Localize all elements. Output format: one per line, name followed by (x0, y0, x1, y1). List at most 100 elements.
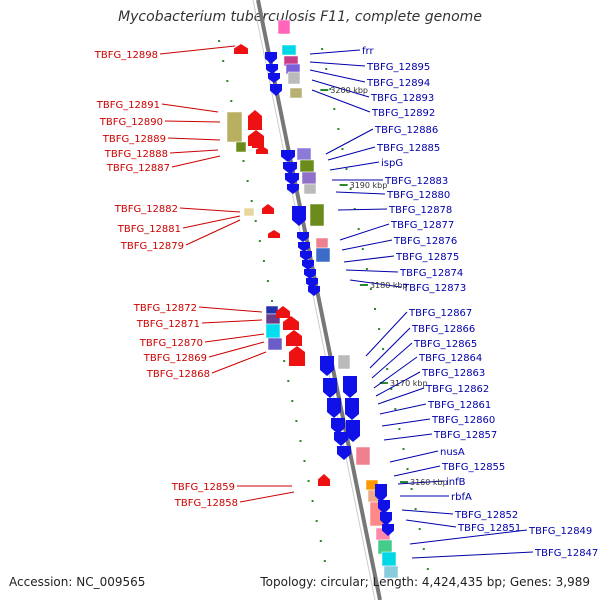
forward-gene-arrow[interactable] (346, 420, 360, 442)
feature-block[interactable] (301, 171, 317, 185)
reverse-gene-label[interactable]: TBFG_12859 (171, 482, 235, 493)
forward-gene-arrow[interactable] (266, 64, 278, 74)
forward-gene-arrow[interactable] (283, 162, 297, 174)
feature-block[interactable] (235, 141, 247, 153)
reverse-gene-arrow[interactable] (256, 146, 268, 154)
reverse-gene-label[interactable]: TBFG_12891 (96, 100, 160, 111)
feature-block[interactable] (303, 183, 317, 195)
forward-gene-label[interactable]: TBFG_12874 (399, 268, 463, 279)
feature-block[interactable] (287, 71, 301, 85)
reverse-gene-label[interactable]: TBFG_12898 (94, 50, 158, 61)
forward-gene-label[interactable]: TBFG_12893 (370, 93, 434, 104)
forward-gene-arrow[interactable] (306, 278, 318, 288)
reverse-gene-arrow[interactable] (286, 330, 302, 346)
feature-block[interactable] (309, 203, 325, 227)
forward-gene-label[interactable]: TBFG_12875 (395, 252, 459, 263)
forward-gene-arrow[interactable] (337, 446, 351, 460)
forward-gene-arrow[interactable] (343, 376, 357, 398)
forward-gene-label[interactable]: frr (362, 46, 374, 57)
reverse-gene-label[interactable]: TBFG_12879 (120, 241, 184, 252)
forward-gene-label[interactable]: TBFG_12873 (402, 283, 466, 294)
feature-block[interactable] (281, 44, 297, 56)
reverse-gene-label[interactable]: TBFG_12870 (139, 338, 203, 349)
forward-gene-arrow[interactable] (300, 251, 312, 261)
forward-gene-label[interactable]: TBFG_12865 (413, 339, 477, 350)
forward-gene-label[interactable]: infB (446, 477, 466, 488)
forward-gene-label[interactable]: TBFG_12852 (454, 510, 518, 521)
feature-block[interactable] (299, 159, 315, 173)
forward-gene-arrow[interactable] (268, 73, 280, 83)
feature-block[interactable] (265, 323, 281, 339)
forward-gene-arrow[interactable] (345, 398, 359, 420)
forward-gene-arrow[interactable] (285, 173, 299, 185)
forward-gene-label[interactable]: TBFG_12862 (425, 384, 489, 395)
reverse-gene-label[interactable]: TBFG_12890 (99, 117, 163, 128)
reverse-gene-arrow[interactable] (252, 140, 264, 148)
reverse-gene-arrow[interactable] (262, 204, 274, 214)
forward-gene-label[interactable]: TBFG_12883 (384, 176, 448, 187)
forward-gene-label[interactable]: TBFG_12894 (366, 78, 430, 89)
forward-gene-label[interactable]: TBFG_12863 (421, 368, 485, 379)
forward-gene-arrow[interactable] (382, 524, 394, 536)
forward-gene-label[interactable]: TBFG_12880 (386, 190, 450, 201)
forward-gene-arrow[interactable] (281, 150, 295, 162)
feature-block[interactable] (277, 19, 291, 35)
reverse-gene-arrow[interactable] (234, 44, 248, 54)
feature-block[interactable] (296, 147, 312, 161)
reverse-gene-label[interactable]: TBFG_12889 (102, 134, 166, 145)
feature-block[interactable] (289, 87, 303, 99)
feature-block[interactable] (383, 565, 399, 579)
forward-gene-arrow[interactable] (378, 500, 390, 514)
forward-gene-label[interactable]: TBFG_12878 (388, 205, 452, 216)
forward-gene-arrow[interactable] (327, 398, 341, 418)
forward-gene-label[interactable]: TBFG_12876 (393, 236, 457, 247)
forward-gene-arrow[interactable] (298, 242, 310, 252)
feature-block[interactable] (337, 354, 351, 370)
feature-block[interactable] (315, 237, 329, 249)
forward-gene-label[interactable]: TBFG_12886 (374, 125, 438, 136)
forward-gene-label[interactable]: TBFG_12892 (371, 108, 435, 119)
forward-gene-label[interactable]: TBFG_12867 (408, 308, 472, 319)
feature-block[interactable] (315, 247, 331, 263)
forward-gene-arrow[interactable] (297, 232, 309, 242)
forward-gene-arrow[interactable] (304, 269, 316, 279)
forward-gene-arrow[interactable] (270, 84, 282, 96)
forward-gene-arrow[interactable] (331, 418, 345, 434)
forward-gene-label[interactable]: TBFG_12855 (441, 462, 505, 473)
forward-gene-label[interactable]: TBFG_12851 (457, 523, 521, 534)
forward-gene-label[interactable]: ispG (381, 158, 403, 169)
forward-gene-label[interactable]: TBFG_12860 (431, 415, 495, 426)
forward-gene-label[interactable]: nusA (440, 447, 465, 458)
forward-gene-label[interactable]: TBFG_12847 (534, 548, 598, 559)
feature-block[interactable] (381, 551, 397, 567)
forward-gene-label[interactable]: TBFG_12864 (418, 353, 482, 364)
forward-gene-label[interactable]: TBFG_12866 (411, 324, 475, 335)
forward-gene-label[interactable]: TBFG_12877 (390, 220, 454, 231)
forward-gene-arrow[interactable] (320, 356, 334, 376)
feature-block[interactable] (355, 446, 371, 466)
reverse-gene-label[interactable]: TBFG_12872 (133, 303, 197, 314)
reverse-gene-arrow[interactable] (248, 110, 262, 130)
forward-gene-arrow[interactable] (334, 432, 348, 446)
reverse-gene-label[interactable]: TBFG_12858 (174, 498, 238, 509)
forward-gene-label[interactable]: TBFG_12849 (528, 526, 592, 537)
forward-gene-arrow[interactable] (323, 378, 337, 398)
feature-block[interactable] (243, 207, 255, 217)
forward-gene-arrow[interactable] (292, 206, 306, 226)
reverse-gene-arrow[interactable] (276, 306, 290, 318)
feature-block[interactable] (267, 337, 283, 351)
forward-gene-label[interactable]: TBFG_12861 (427, 400, 491, 411)
reverse-gene-label[interactable]: TBFG_12882 (114, 204, 178, 215)
reverse-gene-arrow[interactable] (318, 474, 330, 486)
forward-gene-arrow[interactable] (375, 484, 387, 502)
forward-gene-label[interactable]: TBFG_12885 (376, 143, 440, 154)
forward-gene-arrow[interactable] (380, 512, 392, 526)
reverse-gene-label[interactable]: TBFG_12881 (117, 224, 181, 235)
forward-gene-arrow[interactable] (287, 184, 299, 194)
reverse-gene-label[interactable]: TBFG_12869 (143, 353, 207, 364)
reverse-gene-label[interactable]: TBFG_12888 (104, 149, 168, 160)
forward-gene-label[interactable]: TBFG_12895 (366, 62, 430, 73)
forward-gene-label[interactable]: rbfA (451, 492, 472, 503)
reverse-gene-arrow[interactable] (268, 230, 280, 238)
